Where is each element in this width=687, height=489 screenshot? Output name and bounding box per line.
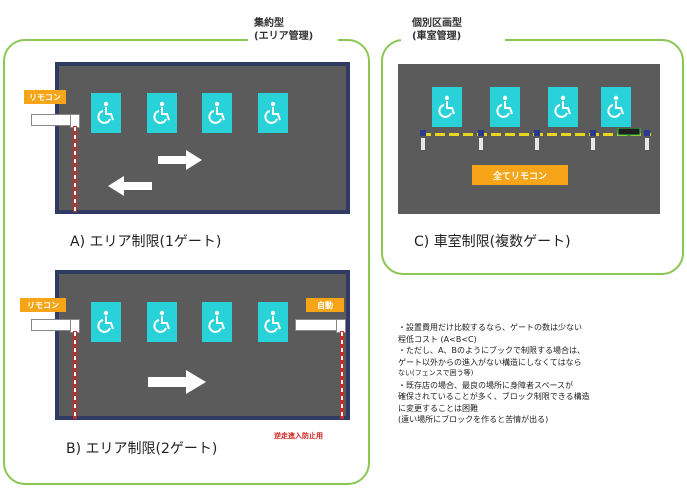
auto-label: 自動 [306,298,344,312]
gate-barrier-arm [73,126,77,212]
left-panel-heading: 集約型 (エリア管理) [254,17,313,43]
direction-arrow-icon [108,176,152,196]
accessible-space [202,93,232,133]
note-line: ない(フェンスで囲う等) [398,369,474,377]
lot-a [55,62,350,214]
right-heading-line1: 個別区画型 [412,18,462,29]
note-line: に変更することは困難 [398,403,478,413]
direction-arrow-icon [148,370,206,394]
note-line: ・ただし、A、Bのようにブックで制限する場合は、 [398,346,585,355]
left-heading-gap [248,28,338,50]
right-panel-heading: 個別区画型 (車室管理) [412,17,462,43]
wheelchair-accessible-icon [97,310,114,333]
accessible-space [258,93,288,133]
remote-label: リモコン [24,90,66,104]
note-line: 確保されていることが多く、ブロック制限できる構造 [398,392,590,401]
note-line: 程低コスト (A<B<C) [398,334,477,344]
right-heading-line2: (車室管理) [412,31,462,42]
accessible-space [432,87,462,127]
note-line: ・設置費用だけ比較するなら、ゲートの数は少ない [398,323,582,332]
direction-arrow-icon [158,150,202,170]
wheelchair-accessible-icon [97,101,114,124]
accessible-space [490,87,520,127]
accessible-space [147,93,177,133]
wheelchair-accessible-icon [153,101,170,124]
gate-posts [420,128,650,150]
note-line: ゲート以外からの進入がない構造にしなくてはなら [398,357,582,367]
accessible-space [147,302,177,342]
wheelchair-accessible-icon [264,101,281,124]
wheelchair-accessible-icon [496,95,513,118]
accessible-space [91,302,121,342]
right-heading-gap [401,28,505,50]
gate-barrier-arm [340,331,344,419]
wheelchair-accessible-icon [554,95,571,118]
note-line: ・既存店の場合、最良の場所に身障者スペースが [398,380,574,390]
wheelchair-accessible-icon [208,101,225,124]
left-heading-line1: 集約型 [254,18,284,29]
left-heading-line2: (エリア管理) [254,31,314,42]
gate-barrier-arm [73,331,77,419]
wheelchair-accessible-icon [438,95,455,118]
wheelchair-accessible-icon [264,310,281,333]
caption-c: C) 車室制限(複数ゲート) [414,234,571,250]
accessible-space [601,87,631,127]
accessible-space [91,93,121,133]
wheelchair-accessible-icon [208,310,225,333]
left-panel-outline [3,39,370,485]
remote-label: リモコン [20,298,66,312]
note-line: (遠い場所にブロックを作ると苦情が出る) [398,415,549,424]
notes-block: ・設置費用だけ比較するなら、ゲートの数は少ない 程低コスト (A<B<C) ・た… [398,322,590,426]
caption-a: A) エリア制限(1ゲート) [70,234,222,250]
accessible-space [202,302,232,342]
remote-label: 全てリモコン [472,165,568,185]
wheelchair-accessible-icon [607,95,624,118]
caption-b: B) エリア制限(2ゲート) [66,441,218,457]
lot-b [55,270,350,420]
right-panel-outline [381,39,684,275]
accessible-space [258,302,288,342]
accessible-space [548,87,578,127]
barrier-note: 逆走進入防止用 [274,432,323,440]
wheelchair-accessible-icon [153,310,170,333]
